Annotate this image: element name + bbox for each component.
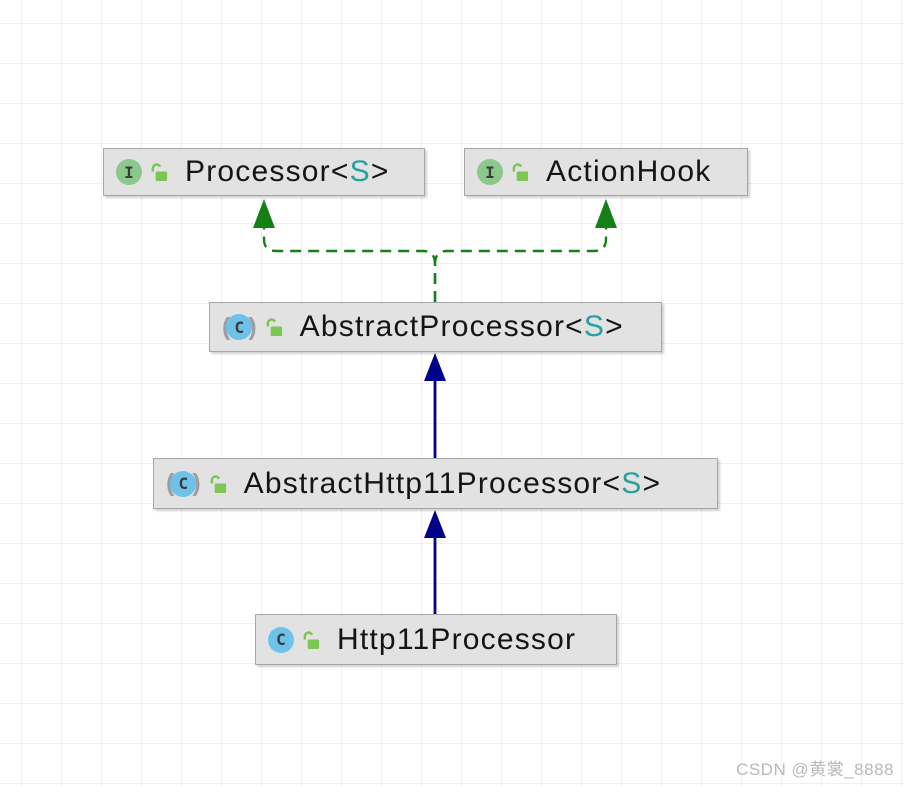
type-param: S [621, 466, 643, 500]
generic-close: > [642, 466, 662, 500]
node-label: ActionHook [546, 155, 711, 189]
implements-arrowhead [253, 199, 275, 228]
edge-extends-abstracthttp11processor[interactable] [424, 510, 446, 614]
abstract-paren-open: ( [166, 471, 174, 496]
public-lock-icon [512, 163, 529, 182]
abstract-paren-close: ) [192, 469, 201, 497]
public-lock-icon [266, 318, 282, 337]
interface-icon: I [116, 159, 142, 185]
node-name: Processor [185, 155, 331, 188]
lock-shackle [210, 474, 220, 484]
abstract-paren-close: ) [248, 312, 257, 341]
class-icon-letter: C [178, 474, 189, 493]
extends-arrowhead [424, 353, 446, 381]
node-label: AbstractHttp11Processor<S> [244, 467, 662, 501]
implements-arrowhead [595, 199, 617, 228]
node-name: Http11Processor [337, 622, 577, 656]
edge-implements-processor[interactable] [253, 199, 437, 302]
interface-icon: I [477, 159, 503, 185]
class-icon-letter: C [234, 317, 245, 337]
type-param: S [583, 310, 606, 343]
class-icon-circle: C [170, 470, 197, 497]
edge-extends-abstractprocessor[interactable] [424, 353, 446, 458]
node-name: AbstractHttp11Processor [243, 466, 603, 500]
generic-open: < [602, 466, 622, 500]
lock-body [214, 483, 226, 493]
public-lock-icon [303, 630, 320, 649]
generic-open: < [330, 155, 350, 188]
lock-body [307, 639, 320, 649]
abstract-class-icon: (C) [222, 314, 257, 340]
public-lock-icon [151, 163, 168, 182]
class-icon: C [268, 626, 294, 653]
node-label: AbstractProcessor<S> [300, 310, 624, 344]
node-http11processor[interactable]: C Http11Processor [255, 614, 617, 665]
node-abstracthttp11processor[interactable]: (C) AbstractHttp11Processor<S> [153, 458, 718, 509]
lock-body [516, 171, 529, 182]
lock-body [270, 326, 282, 337]
generic-close: > [605, 310, 624, 343]
lock-shackle [512, 163, 523, 172]
implements-edge-line [262, 228, 437, 302]
interface-icon-letter: I [485, 162, 495, 182]
public-lock-icon [210, 474, 226, 493]
watermark: CSDN @黄裳_8888 [736, 760, 894, 779]
class-icon-circle: C [226, 314, 253, 340]
lock-shackle [151, 163, 162, 172]
node-label: Processor<S> [185, 155, 390, 189]
lock-body [155, 171, 168, 182]
abstract-class-icon: (C) [166, 469, 201, 497]
lock-shackle [303, 630, 314, 640]
generic-close: > [370, 155, 390, 188]
node-processor[interactable]: I Processor<S> [103, 148, 425, 196]
node-name: ActionHook [546, 155, 712, 188]
edge-implements-actionhook[interactable] [433, 199, 617, 302]
abstract-paren-open: ( [222, 314, 230, 340]
type-param: S [349, 155, 371, 188]
implements-edge-line [433, 228, 608, 302]
lock-shackle [266, 318, 276, 327]
generic-open: < [565, 310, 584, 343]
node-name: AbstractProcessor [299, 310, 566, 343]
node-label: Http11Processor [337, 623, 576, 657]
class-icon-letter: C [276, 630, 286, 649]
node-actionhook[interactable]: I ActionHook [464, 148, 748, 196]
node-abstractprocessor[interactable]: (C) AbstractProcessor<S> [209, 302, 662, 352]
extends-arrowhead [424, 510, 446, 538]
interface-icon-letter: I [124, 162, 134, 182]
